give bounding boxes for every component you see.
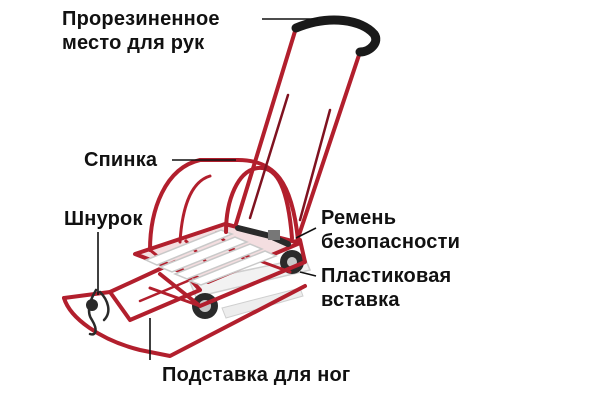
- label-cord-text: Шнурок: [64, 208, 143, 230]
- slat-4: [187, 250, 278, 286]
- label-footrest-text: Подставка для ног: [162, 364, 351, 386]
- handle-right-tube: [294, 50, 362, 246]
- backrest-side: [178, 174, 212, 244]
- belt-buckle: [268, 230, 280, 240]
- leader-lines: [97, 18, 318, 360]
- label-plastic-insert-line2: вставка: [321, 289, 400, 311]
- slat-3: [173, 243, 264, 280]
- seat-slats-icon: [144, 229, 278, 286]
- label-safety-belt-line1: Ремень: [321, 207, 397, 229]
- slat-2: [158, 236, 249, 273]
- footrest-frame-icon: [108, 260, 202, 322]
- label-cord: Шнурок: [64, 207, 143, 231]
- grip-bar: [291, 15, 381, 57]
- label-rubber-grip-line1: Прорезиненное: [62, 8, 220, 30]
- label-rubber-grip-line2: место для рук: [62, 32, 205, 54]
- label-footrest: Подставка для ног: [162, 363, 350, 387]
- backrest-inner: [224, 165, 294, 240]
- leader-insert: [299, 271, 317, 277]
- push-handle-icon: [234, 26, 362, 246]
- label-safety-belt-line2: безопасности: [321, 231, 461, 253]
- rubber-grip-icon: [291, 15, 381, 57]
- cord-tail: [98, 290, 110, 322]
- backrest-outer: [148, 158, 300, 252]
- label-plastic-insert-line1: Пластиковая: [321, 265, 452, 287]
- label-backrest: Спинка: [84, 148, 157, 172]
- backrest-frame-icon: [148, 158, 300, 252]
- runner-front: [62, 284, 307, 358]
- label-plastic-insert: Пластиковая вставка: [321, 264, 451, 312]
- leader-belt: [295, 227, 317, 239]
- handle-braces: [248, 93, 332, 222]
- label-safety-belt: Ремень безопасности: [321, 206, 460, 254]
- runner-rear: [158, 238, 307, 308]
- slat-1: [144, 229, 235, 266]
- label-rubber-grip: Прорезиненное место для рук: [62, 7, 220, 55]
- cord-loop: [87, 288, 98, 336]
- safety-belt-icon: [235, 225, 291, 247]
- handle-left-tube: [234, 26, 298, 226]
- tow-cord-icon: [87, 288, 110, 336]
- label-backrest-text: Спинка: [84, 149, 158, 171]
